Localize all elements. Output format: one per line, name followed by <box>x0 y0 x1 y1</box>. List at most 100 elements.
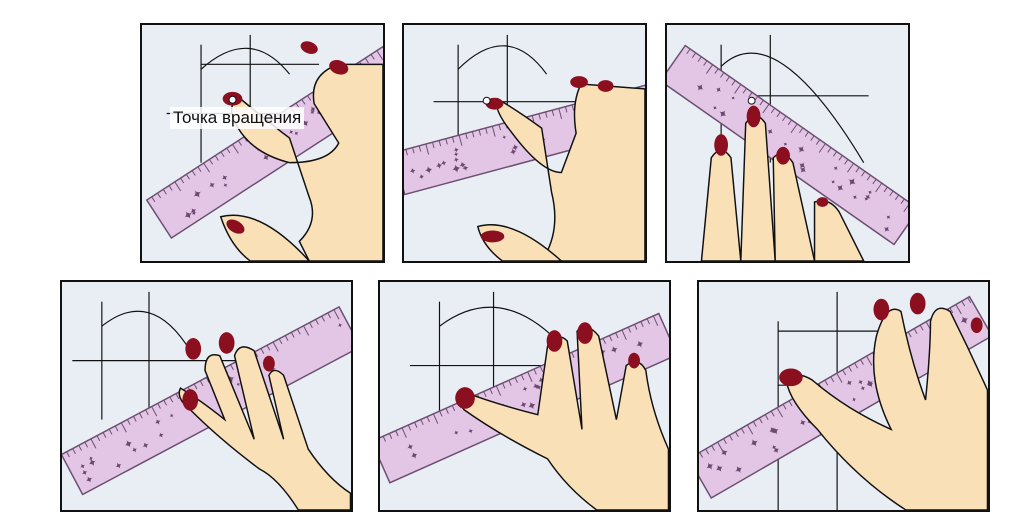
ruler-tick <box>432 413 439 424</box>
ruler-tick <box>762 103 770 114</box>
ruler-sparkle: ✦ <box>434 160 445 173</box>
ruler-tick <box>151 406 158 417</box>
ruler-sparkle: ✦ <box>405 441 417 454</box>
ruler-tick <box>157 192 162 199</box>
ruler-tick <box>748 92 753 98</box>
ruler-sparkle: ✦ <box>518 399 530 412</box>
ruler-tick <box>717 441 724 452</box>
ruler-tick <box>157 403 161 409</box>
ruler-tick <box>855 167 860 173</box>
ruler-tick <box>697 56 702 62</box>
ruler-tick <box>485 127 488 134</box>
ruler-tick <box>571 352 575 358</box>
ruler-tick <box>538 113 541 120</box>
ruler-tick <box>151 196 156 203</box>
ruler-tick <box>842 369 847 376</box>
ruler-tick <box>412 147 415 154</box>
ruler-tick <box>420 419 424 426</box>
ruler-tick <box>844 159 849 165</box>
ruler-sparkle: ✦ <box>156 429 167 441</box>
ruler-tick <box>230 364 234 371</box>
ruler-tick <box>770 410 775 417</box>
ruler-sparkle: ✦ <box>423 163 435 178</box>
ruler-tick <box>445 408 449 414</box>
ruler-tick <box>875 182 883 193</box>
ruler-sparkle: ✦ <box>452 145 461 156</box>
ruler-tick <box>72 448 76 454</box>
ruler-tick <box>776 111 781 118</box>
ruler-tick <box>439 410 443 417</box>
ruler-sparkle: ✦ <box>508 146 519 159</box>
ruler-tick <box>776 407 783 418</box>
ruler-tick <box>621 329 627 340</box>
ruler-tick <box>634 324 638 330</box>
ruler-tick <box>848 366 853 372</box>
ruler-sparkle: ✦ <box>235 381 243 390</box>
ruler-tick <box>174 181 182 192</box>
ruler-tick <box>790 123 798 134</box>
ruler-tick <box>740 428 745 434</box>
ruler-tick <box>327 312 332 319</box>
ruler-sparkle: ✦ <box>168 411 177 421</box>
ruler-tick <box>162 189 167 195</box>
ruler-tick <box>782 404 787 410</box>
ruler-tick <box>907 331 912 338</box>
ruler-sparkle: ✦ <box>883 212 893 223</box>
ruler-sparkle: ✦ <box>87 454 96 464</box>
ruler-tick <box>226 147 231 154</box>
ruler-tick <box>551 110 555 117</box>
ruler-tick <box>919 324 924 331</box>
ruler-tick <box>734 84 742 94</box>
ruler-tick <box>370 54 375 60</box>
ruler-tick <box>508 380 512 386</box>
panel-6-illustration: ✦✦✦✦✦✦✦✦✦✦✦✦✦✦✦✦✦✦✦✦✦✦ <box>699 291 988 510</box>
ruler-tick <box>114 425 119 432</box>
panel-2-illustration: ✦✦✦✦✦✦✦✦✦✦✦✦✦✦✦✦✦✦✦✦✦✦ <box>404 34 645 261</box>
ruler-tick <box>846 163 854 173</box>
ruler-tick <box>175 393 180 400</box>
ruler-sparkle: ✦ <box>417 171 426 182</box>
ruler-sparkle: ✦ <box>461 163 471 175</box>
ruler-tick <box>297 328 301 335</box>
ruler-tick <box>758 417 763 424</box>
ruler-tick <box>425 143 430 155</box>
ruler-tick <box>214 155 219 161</box>
ruler-tick <box>866 174 871 181</box>
ruler-sparkle: ✦ <box>536 374 548 387</box>
ruler-tick <box>395 430 399 437</box>
ruler-tick <box>824 379 829 386</box>
ruler-tick <box>209 159 214 165</box>
ruler-tick <box>193 383 198 390</box>
ruler-tick <box>967 297 972 303</box>
ruler-sparkle: ✦ <box>844 378 856 391</box>
ruler-tick <box>483 391 487 398</box>
panel-3-illustration: ✦✦✦✦✦✦✦✦✦✦✦✦✦✦✦✦✦✦✦✦✦✦ <box>667 34 908 261</box>
ruler-tick <box>321 315 325 322</box>
ruler-tick <box>894 194 900 201</box>
ruler-tick <box>514 377 518 384</box>
ruler-sparkle: ✦ <box>189 208 199 219</box>
ruler-tick <box>432 142 435 149</box>
ruler-tick <box>163 399 168 406</box>
panel-2: ✦✦✦✦✦✦✦✦✦✦✦✦✦✦✦✦✦✦✦✦✦✦ <box>402 23 647 263</box>
ruler-sparkle: ✦ <box>292 128 302 139</box>
ruler-tick <box>889 190 894 197</box>
ruler-tick <box>900 198 905 205</box>
ruler-sparkle: ✦ <box>452 427 461 438</box>
ruler-tick <box>883 186 888 193</box>
ruler-tick <box>729 434 733 441</box>
ruler-sparkle: ✦ <box>129 444 140 456</box>
ruler-tick <box>699 452 704 458</box>
ruler-tick <box>168 185 173 191</box>
ruler-sparkle: ✦ <box>77 460 88 472</box>
ruler-sparkle: ✦ <box>849 394 859 405</box>
ruler-tick <box>191 170 196 176</box>
panel-1: ✦✦✦✦✦✦✦✦✦✦✦✦✦✦✦✦✦✦✦✦✦✦ <box>140 23 385 263</box>
ruler-tick <box>815 139 821 145</box>
ruler-sparkle: ✦ <box>520 384 530 395</box>
ruler-sparkle: ✦ <box>314 107 324 118</box>
ruler-tick <box>602 338 606 344</box>
ruler-tick <box>558 108 563 119</box>
ruler-tick <box>608 335 613 342</box>
ruler-tick <box>133 416 137 422</box>
